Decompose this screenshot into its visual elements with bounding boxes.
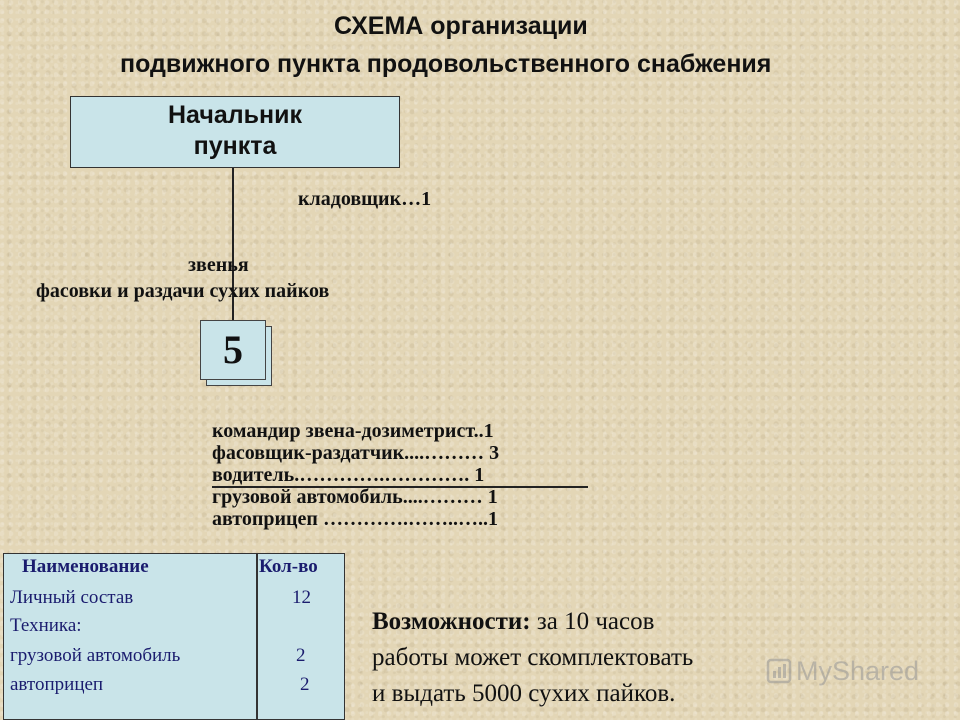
units-label-line-2: фасовки и раздачи сухих пайков <box>36 280 330 302</box>
summary-table-column-divider <box>256 553 258 720</box>
chief-box: Начальник пункта <box>70 96 400 168</box>
watermark-logo-icon <box>766 658 792 684</box>
title-line-1: СХЕМА организации <box>334 12 588 40</box>
unit-staff-item: автоприцеп ………….……..…..1 <box>212 508 498 530</box>
capabilities-caption: Возможности: за 10 часов работы может ск… <box>372 604 693 712</box>
table-row-name: автоприцеп <box>10 674 104 695</box>
unit-staff-item: водитель.………….…………. 1 <box>212 464 485 486</box>
chief-box-line-2: пункта <box>193 132 277 160</box>
unit-staff-item: командир звена-дозиметрист..1 <box>212 420 494 442</box>
unit-staff-list: командир звена-дозиметрист..1 фасовщик-р… <box>212 420 499 530</box>
chief-box-line-1: Начальник <box>168 101 302 129</box>
connector-line <box>232 168 234 328</box>
units-count-box: 5 <box>200 320 266 380</box>
table-row-name: грузовой автомобиль <box>10 645 181 666</box>
table-header-qty: Кол-во <box>259 556 318 577</box>
table-row-qty: 2 <box>296 645 306 666</box>
capabilities-line-1-rest: за 10 часов <box>530 608 655 635</box>
table-row-qty: 12 <box>292 587 311 608</box>
title-line-2: подвижного пункта продовольственного сна… <box>120 50 772 78</box>
units-label-line-1: звенья <box>188 254 249 276</box>
capabilities-line-1: Возможности: за 10 часов <box>372 604 693 640</box>
table-row-name: Личный состав <box>10 587 134 608</box>
capabilities-label: Возможности: <box>372 608 531 635</box>
unit-staff-item: фасовщик-раздатчик....……… 3 <box>212 442 500 464</box>
watermark-text: MyShared <box>796 656 920 686</box>
staff-separator-line <box>212 486 588 488</box>
capabilities-line-3: и выдать 5000 сухих пайков. <box>372 680 676 707</box>
capabilities-line-2: работы может скомплектовать <box>372 644 694 671</box>
table-row-qty: 2 <box>300 674 310 695</box>
storekeeper-label: кладовщик…1 <box>298 188 432 210</box>
watermark: MyShared <box>766 656 919 687</box>
summary-table <box>3 553 345 720</box>
table-header-name: Наименование <box>22 556 149 577</box>
table-row-name: Техника: <box>10 615 82 636</box>
unit-staff-item: грузовой автомобиль....……… 1 <box>212 486 498 508</box>
